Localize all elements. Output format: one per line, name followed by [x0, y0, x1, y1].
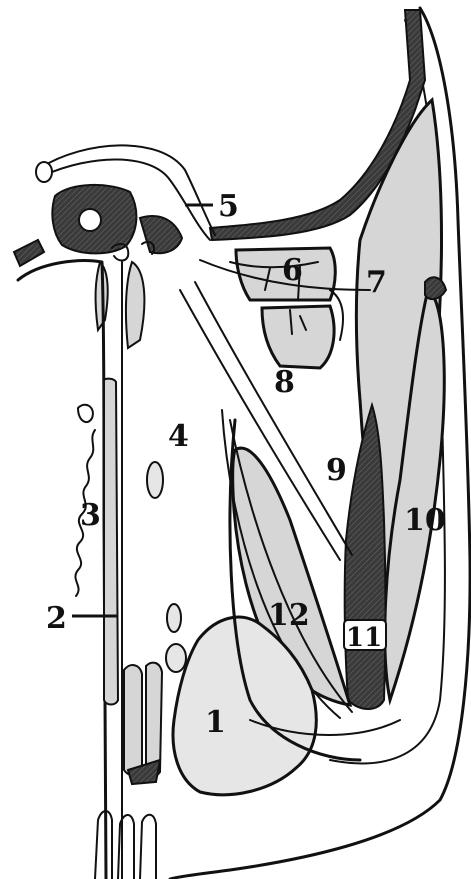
label-12: 12: [268, 598, 310, 633]
bone-foramen: [79, 209, 101, 231]
oval-small-3: [166, 644, 186, 672]
label-10: 10: [404, 503, 446, 538]
nerve-tip: [36, 162, 52, 182]
far-left-bone: [14, 240, 44, 266]
small-muscle-right: [126, 262, 144, 348]
central-dark-structure: [345, 405, 386, 709]
oval-small-2: [167, 604, 181, 632]
label-2: 2: [46, 601, 67, 636]
label-8: 8: [274, 365, 295, 400]
small-loop-upper: [78, 405, 93, 422]
lower-teeth-lines: [95, 811, 156, 879]
label-11: 11: [346, 623, 382, 653]
label-7: 7: [366, 265, 387, 300]
label-3: 3: [80, 498, 101, 533]
septum-plate: [104, 379, 118, 705]
label-4: 4: [168, 419, 189, 454]
label-6: 6: [282, 253, 303, 288]
label-5: 5: [218, 189, 239, 224]
label-9: 9: [326, 453, 347, 488]
left-cavity-outer: [18, 261, 106, 879]
lower-bone-column-1: [124, 665, 142, 775]
upper-right-bone: [140, 216, 182, 253]
muscle-ten-cap: [425, 277, 446, 299]
muscle-eight: [262, 306, 334, 368]
label-1: 1: [205, 705, 226, 740]
oval-small-1: [147, 462, 163, 498]
